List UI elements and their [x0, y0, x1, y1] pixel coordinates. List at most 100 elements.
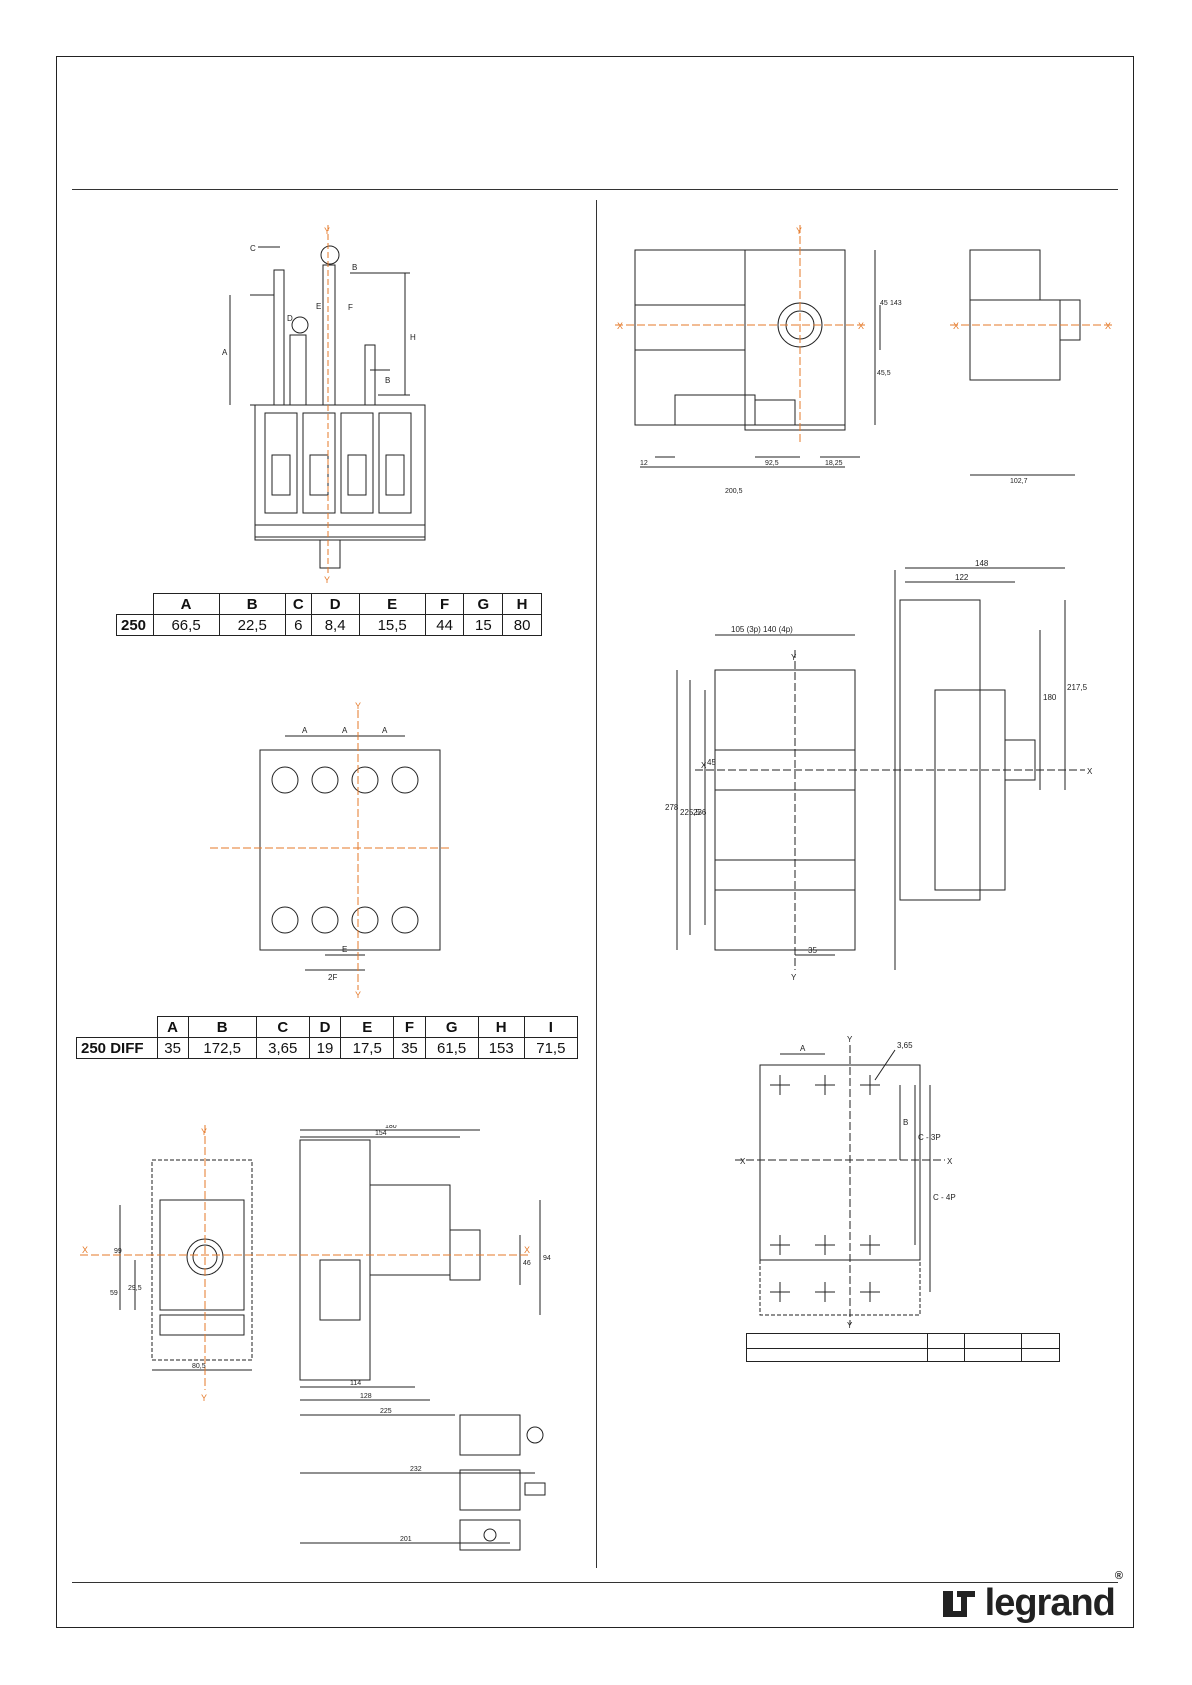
- t1-header: C: [284, 593, 312, 615]
- label-c: C: [250, 244, 256, 253]
- label-e: E: [342, 945, 347, 954]
- t2-cell: 172,5: [187, 1037, 257, 1059]
- label-92-5: 92,5: [765, 460, 779, 467]
- label-154: 154: [375, 1130, 387, 1137]
- t1-cell: 44: [424, 614, 465, 636]
- label-c-4p: C - 4P: [933, 1193, 956, 1202]
- label-a2: A: [342, 726, 348, 735]
- brand-logo: legrand®: [941, 1570, 1123, 1625]
- drawing-terminals-side: Y Y C A D E B F H B: [222, 225, 426, 585]
- t1-header: F: [424, 593, 465, 615]
- t1-header: E: [358, 593, 426, 615]
- t1-cell: 8,4: [310, 614, 360, 636]
- label-y-top: Y: [355, 701, 361, 711]
- label-x-left: X: [82, 1245, 88, 1255]
- drawing-mounted-views: 148 122 105 (3p) 140 (4p) Y Y X X 278 22…: [665, 560, 1093, 980]
- label-y-bottom: Y: [847, 1321, 853, 1330]
- t2-cell: 71,5: [523, 1037, 579, 1059]
- label-a3: A: [382, 726, 388, 735]
- label-236: 236: [693, 808, 707, 817]
- label-80-5: 80,5: [192, 1363, 206, 1370]
- label-225: 225: [380, 1408, 392, 1415]
- label-y-bottom: Y: [201, 1393, 207, 1403]
- label-180: 180: [385, 1125, 397, 1130]
- label-f: F: [348, 303, 353, 312]
- label-232: 232: [410, 1466, 422, 1473]
- label-y: Y: [796, 226, 802, 236]
- label-x-right: X: [947, 1157, 953, 1166]
- label-b-bottom: B: [385, 376, 390, 385]
- t1-header: B: [218, 593, 286, 615]
- label-143: 143: [890, 300, 902, 307]
- label-94: 94: [543, 1255, 551, 1262]
- label-45-5: 45,5: [877, 370, 891, 377]
- t1-header: G: [463, 593, 504, 615]
- label-45: 45: [707, 758, 716, 767]
- label-h: H: [410, 333, 416, 342]
- label-225-5: 225,5: [680, 808, 701, 817]
- t1-cell: 22,5: [218, 614, 286, 636]
- label-122: 122: [955, 573, 969, 582]
- t2-header: H: [477, 1016, 525, 1038]
- empty-dimension-table: [746, 1333, 1060, 1362]
- label-x-left: X: [617, 321, 623, 331]
- t2-header: A: [156, 1016, 189, 1038]
- label-y-top: Y: [847, 1035, 853, 1044]
- drawing-drilling-template: Y Y A A A E 2F: [210, 701, 450, 1000]
- t2-header: C: [255, 1016, 310, 1038]
- t1-row-label: 250: [116, 614, 154, 636]
- label-105-140: 105 (3p) 140 (4p): [731, 625, 793, 634]
- drawing-switch-front-side: Y X X X X 45 143 45,5 12 92,5 18,25 200,…: [615, 225, 1115, 495]
- label-99: 99: [114, 1248, 122, 1255]
- label-x-left: X: [701, 761, 707, 770]
- dimension-table-250: A B C D E F G H 250 66,5 22,5 6 8,4 15,5…: [116, 593, 542, 636]
- label-b-top: B: [352, 263, 357, 272]
- drawing-mounting-template: Y 3,65 A B C - 3P C - 4P X X Y: [735, 1035, 956, 1330]
- label-200-5: 200,5: [725, 488, 743, 495]
- label-y-top: Y: [324, 226, 330, 236]
- label-148: 148: [975, 560, 989, 568]
- label-278: 278: [665, 803, 679, 812]
- t2-cell: 17,5: [340, 1037, 395, 1059]
- label-3-65: 3,65: [897, 1041, 913, 1050]
- label-35: 35: [808, 946, 817, 955]
- t1-header: H: [502, 593, 542, 615]
- brand-wordmark: legrand®: [984, 1570, 1123, 1624]
- label-y-top: Y: [791, 653, 797, 662]
- label-c-3p: C - 3P: [918, 1133, 941, 1142]
- label-e: E: [316, 302, 321, 311]
- label-a: A: [222, 348, 228, 357]
- t2-header: G: [424, 1016, 479, 1038]
- label-b: B: [903, 1118, 908, 1127]
- label-45: 45: [880, 300, 888, 307]
- t2-cell: 61,5: [424, 1037, 479, 1059]
- t2-header: I: [523, 1016, 579, 1038]
- t1-header: A: [152, 593, 220, 615]
- t2-cell: 35: [393, 1037, 426, 1059]
- label-29-5: 29,5: [128, 1285, 142, 1292]
- label-12: 12: [640, 460, 648, 467]
- t1-cell: 6: [284, 614, 312, 636]
- header-rule: [72, 189, 1118, 190]
- page-frame: [56, 56, 1134, 1628]
- t2-header: B: [187, 1016, 257, 1038]
- label-y-bottom: Y: [324, 575, 330, 585]
- label-102-7: 102,7: [1010, 478, 1028, 485]
- legrand-mark-icon: [942, 1590, 975, 1617]
- label-18-25: 18,25: [825, 460, 843, 467]
- label-201: 201: [400, 1536, 412, 1543]
- label-46: 46: [523, 1260, 531, 1267]
- label-x-left: X: [740, 1157, 746, 1166]
- label-114: 114: [350, 1380, 361, 1387]
- label-59: 59: [110, 1290, 118, 1297]
- t1-cell: 15: [463, 614, 504, 636]
- label-a: A: [800, 1044, 806, 1053]
- t2-header: F: [393, 1016, 426, 1038]
- label-y-bottom: Y: [355, 990, 361, 1000]
- footer-rule: [72, 1582, 1118, 1583]
- label-x-side-left: X: [953, 321, 959, 331]
- t2-cell: 19: [308, 1037, 342, 1059]
- t2-header: D: [308, 1016, 342, 1038]
- label-2f: 2F: [328, 973, 337, 982]
- label-d: D: [287, 314, 293, 323]
